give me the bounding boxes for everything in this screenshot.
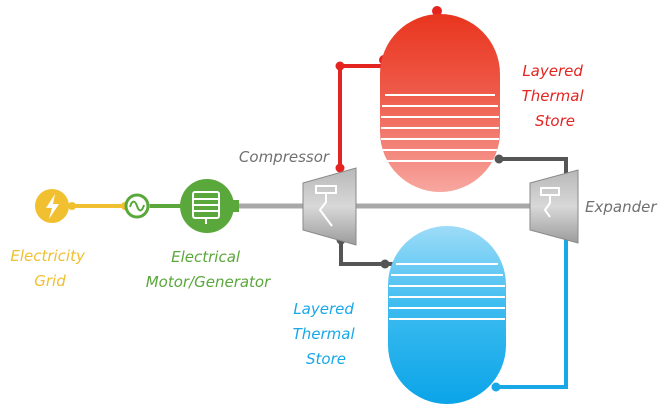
grid-label: Electricity Grid [10,247,89,290]
ac-wave-icon [124,193,150,219]
hot-store-label: Layered Thermal Store [522,62,589,130]
motor-icon [150,179,239,233]
expander-icon [529,169,579,244]
lightning-bolt-icon [35,189,69,223]
cold-store-label: Layered Thermal Store [293,300,360,368]
compressor-label: Compressor [239,148,330,166]
hot-thermal-store [380,6,500,192]
expander-label: Expander [585,198,657,216]
compressor-icon [302,167,357,246]
cold-thermal-store [388,226,506,404]
motor-label: Electrical Motor/Generator [146,248,271,291]
